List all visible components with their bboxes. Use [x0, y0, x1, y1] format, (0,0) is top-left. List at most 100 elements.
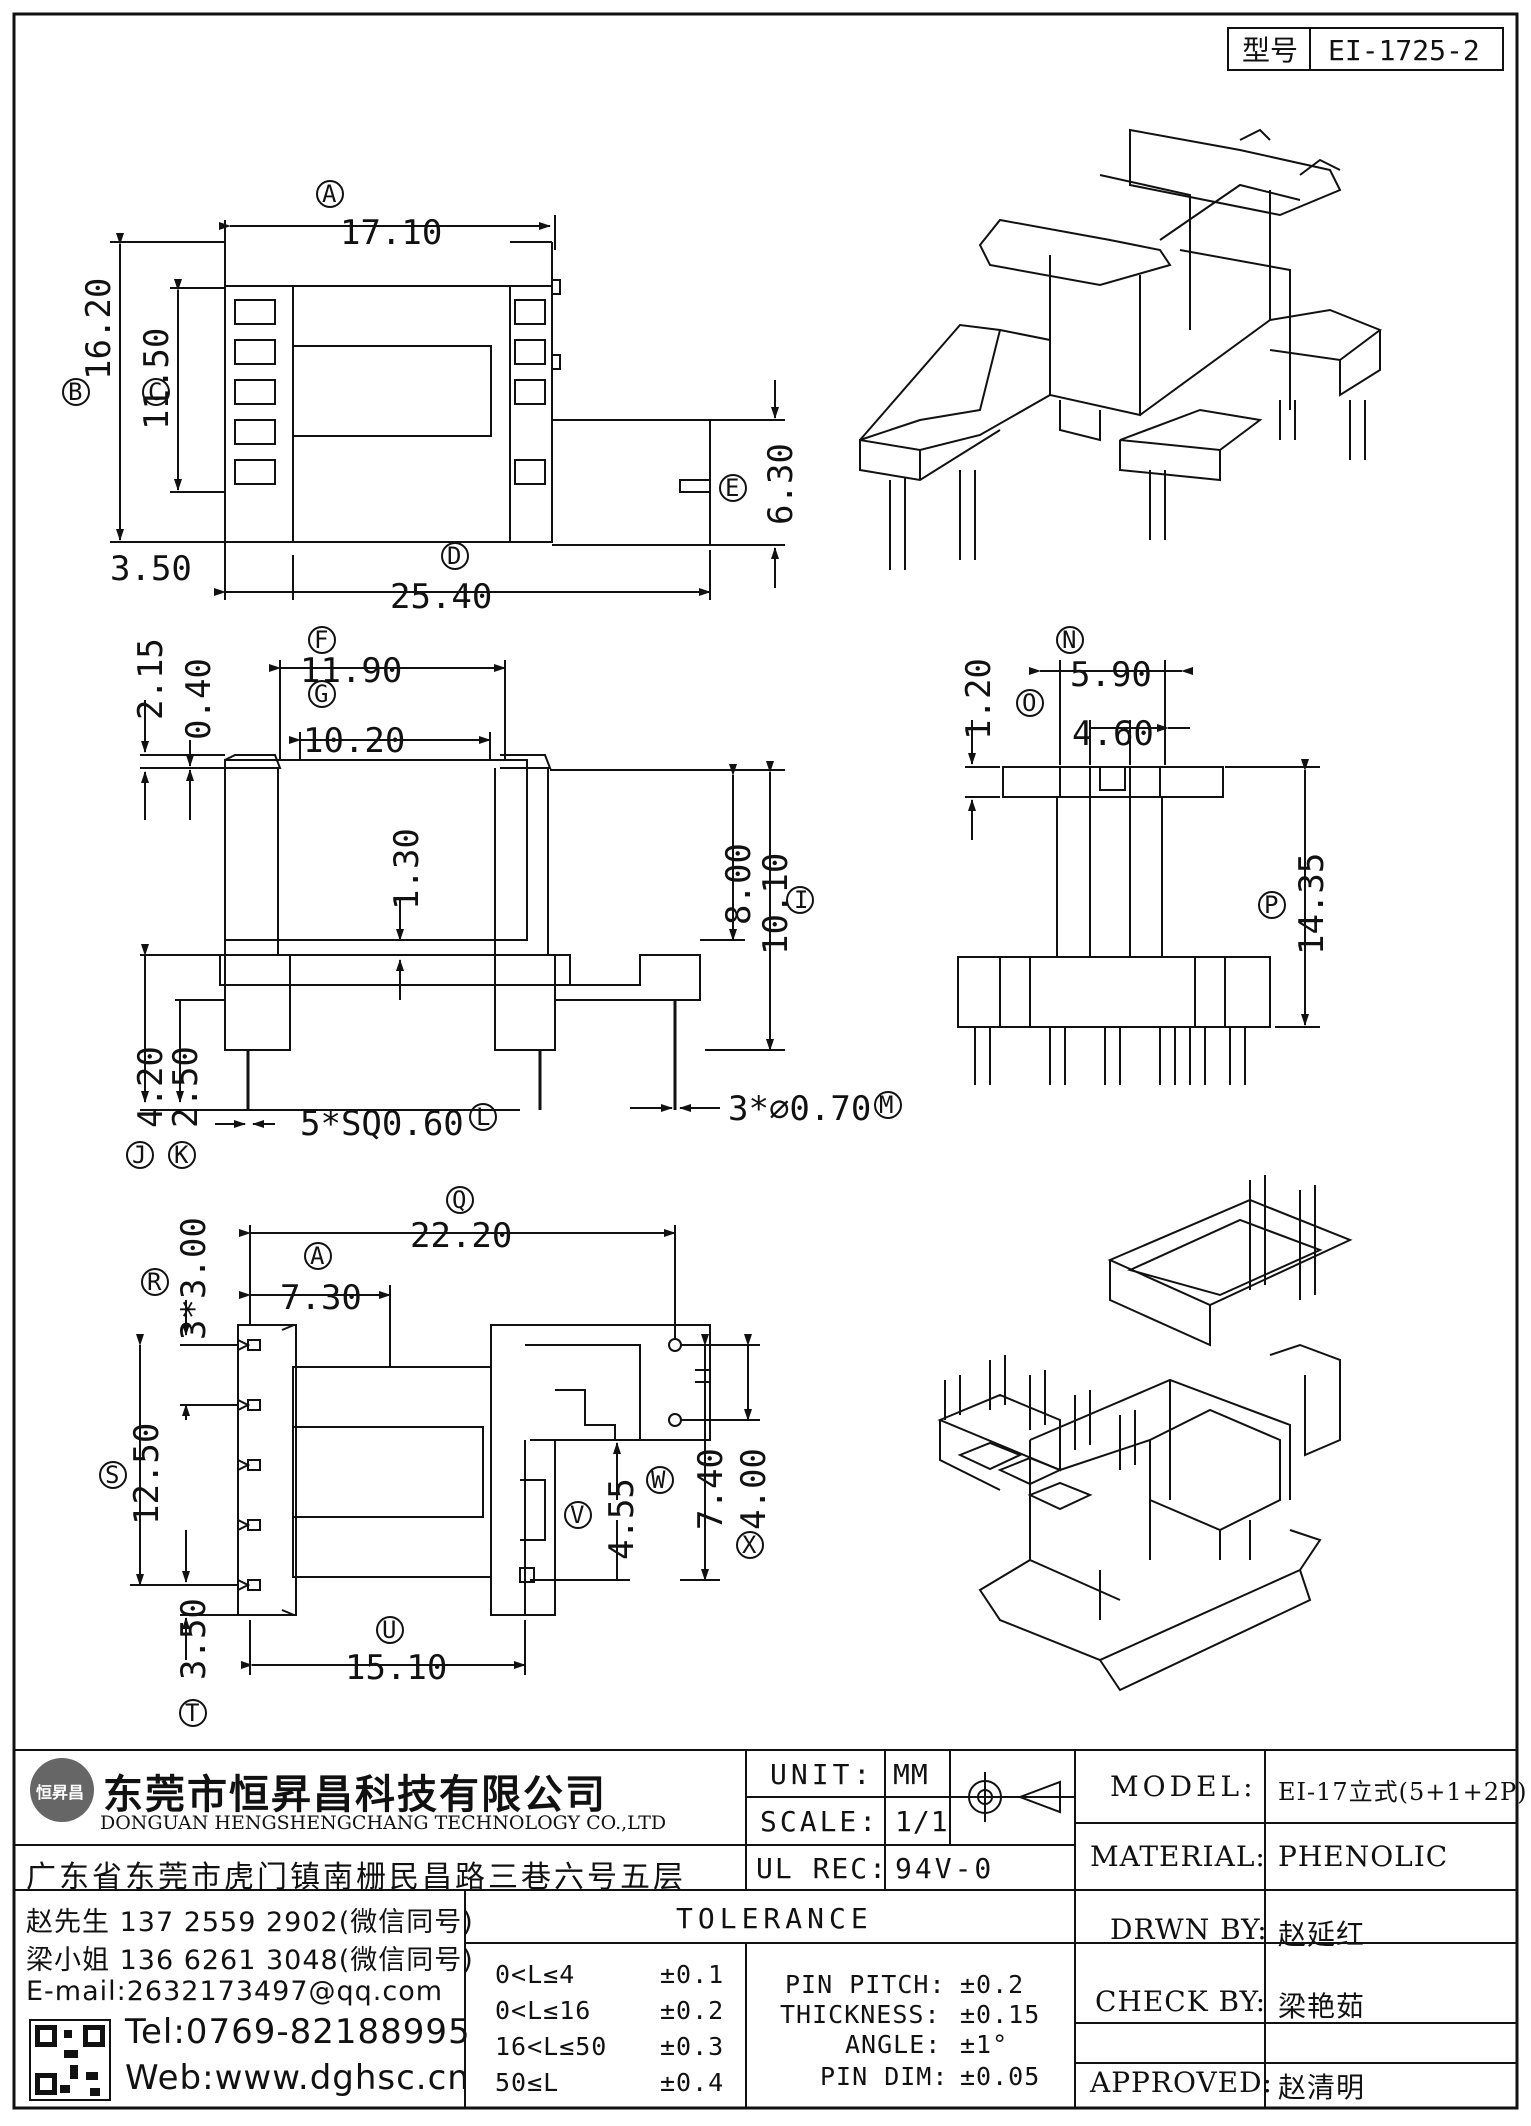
company-logo: 恒昇昌 — [30, 1758, 94, 1822]
spec-label-2: THICKNESS: — [780, 2000, 941, 2029]
company-name-cn: 东莞市恒昇昌科技有限公司 — [103, 1772, 607, 1818]
dim-e-text: 6.30 — [761, 443, 801, 525]
tol-range-4: 50≤L — [495, 2068, 560, 2097]
tolerance-title: TOLERANCE — [676, 1902, 873, 1935]
marker-m: M — [874, 1091, 902, 1119]
svg-text:T: T — [185, 1699, 199, 1727]
marker-a-bottom: A — [304, 1242, 332, 1270]
approved-value: 赵清明 — [1278, 2071, 1366, 2104]
approved-label: APPROVED: — [1090, 2066, 1273, 2099]
marker-t: T — [179, 1699, 207, 1727]
isometric-view-bottom — [937, 1175, 1353, 1692]
title-block-grid — [14, 1749, 1517, 2108]
spec-value-2: ±0.15 — [960, 2000, 1041, 2029]
dim-p-text: 14.35 — [1292, 853, 1332, 955]
contact-zhao: 赵先生 137 2559 2902(微信同号) — [26, 1907, 474, 1938]
dim-m-text: 3*⌀0.70 — [728, 1089, 871, 1129]
marker-e: E — [719, 474, 747, 502]
dim-t-text: 3.50 — [174, 1598, 214, 1680]
spec-value-3: ±1° — [960, 2030, 1009, 2059]
marker-p: P — [1258, 891, 1286, 919]
svg-text:G: G — [314, 680, 328, 708]
top-view: 17.10 16.20 11.50 3.50 25.40 6.30 A B C … — [62, 180, 801, 617]
projection-symbol — [960, 1772, 1061, 1822]
check-value: 梁艳茹 — [1278, 1990, 1366, 2023]
dim-130-text: 1.30 — [387, 828, 427, 910]
marker-s: S — [99, 1461, 127, 1489]
svg-text:A: A — [322, 180, 337, 208]
drwn-label: DRWN BY: — [1110, 1913, 1268, 1946]
unit-value: MM — [893, 1758, 929, 1791]
svg-text:I: I — [794, 886, 808, 914]
svg-text:P: P — [1264, 891, 1278, 919]
check-label: CHECK BY: — [1095, 1985, 1267, 2018]
dim-d-text: 25.40 — [390, 577, 492, 617]
material-value: PHENOLIC — [1278, 1840, 1449, 1873]
marker-l: L — [469, 1103, 497, 1131]
bottom-view: 22.20 7.30 3*3.00 12.50 3.50 15.10 4.55 … — [99, 1186, 774, 1727]
dim-w-text: 7.40 — [691, 1448, 731, 1530]
tol-value-4: ±0.4 — [660, 2068, 725, 2097]
dim-g-text: 10.20 — [303, 721, 405, 761]
marker-n: N — [1056, 626, 1084, 654]
marker-b: B — [62, 378, 90, 406]
svg-text:X: X — [742, 1531, 757, 1559]
dim-u-text: 15.10 — [345, 1648, 447, 1688]
dim-b-text: 16.20 — [79, 278, 119, 380]
marker-v: V — [564, 1501, 592, 1529]
tol-range-1: 0<L≤4 — [495, 1960, 576, 1989]
marker-j: J — [126, 1141, 154, 1169]
dim-f-text: 11.90 — [300, 651, 402, 691]
model-box-value: EI-1725-2 — [1328, 34, 1480, 67]
svg-text:K: K — [174, 1141, 189, 1169]
svg-text:L: L — [476, 1103, 490, 1131]
web-text: Web:www.dghsc.cn — [125, 2058, 470, 2098]
svg-text:S: S — [105, 1461, 119, 1489]
unit-label: UNIT: — [770, 1758, 875, 1791]
dim-120-text: 1.20 — [959, 658, 999, 740]
marker-k: K — [168, 1141, 196, 1169]
dim-s-text: 12.50 — [127, 1423, 167, 1525]
marker-o: O — [1016, 689, 1044, 717]
dim-a2-text: 7.30 — [280, 1278, 362, 1318]
dim-left-text: 3.50 — [110, 549, 192, 589]
svg-text:A: A — [310, 1242, 325, 1270]
scale-value: 1/1 — [895, 1805, 949, 1838]
model-value: EI-17立式(5+1+2P) — [1278, 1778, 1528, 1806]
model-box-label: 型号 — [1242, 34, 1298, 67]
dim-x-text: 4.00 — [734, 1448, 774, 1530]
tol-range-2: 0<L≤16 — [495, 1996, 592, 2025]
dim-n-text: 5.90 — [1070, 655, 1152, 695]
tol-value-1: ±0.1 — [660, 1960, 725, 1989]
marker-g: G — [308, 680, 336, 708]
top-window — [292, 345, 492, 437]
svg-text:恒昇昌: 恒昇昌 — [36, 1783, 84, 1802]
dim-i-text: 10.10 — [756, 853, 796, 955]
tol-value-3: ±0.3 — [660, 2032, 725, 2061]
tol-value-2: ±0.2 — [660, 1996, 725, 2025]
marker-r: R — [141, 1268, 169, 1296]
marker-u: U — [376, 1616, 404, 1644]
spec-value-1: ±0.2 — [960, 1970, 1025, 1999]
marker-x: X — [736, 1531, 764, 1559]
sheet-border — [12, 12, 1519, 2110]
contact-liang: 梁小姐 136 6261 3048(微信同号) — [26, 1945, 474, 1976]
svg-text:B: B — [68, 378, 82, 406]
scale-label: SCALE: — [760, 1805, 880, 1838]
marker-d: D — [441, 542, 469, 570]
spec-label-3: ANGLE: — [845, 2030, 942, 2059]
svg-text:E: E — [725, 474, 739, 502]
svg-text:U: U — [382, 1616, 396, 1644]
marker-a-top: A — [316, 180, 344, 208]
dim-r-text: 3*3.00 — [174, 1217, 214, 1340]
svg-text:F: F — [314, 626, 328, 654]
svg-text:O: O — [1022, 689, 1036, 717]
ulrec-label: UL REC: — [756, 1852, 889, 1885]
svg-text:D: D — [447, 542, 461, 570]
front-view: 11.90 10.20 2.15 0.40 1.30 8.00 10.10 4.… — [126, 626, 902, 1169]
dim-j-text: 4.20 — [131, 1046, 171, 1128]
marker-w: W — [646, 1466, 674, 1494]
dim-215-text: 2.15 — [131, 638, 171, 720]
